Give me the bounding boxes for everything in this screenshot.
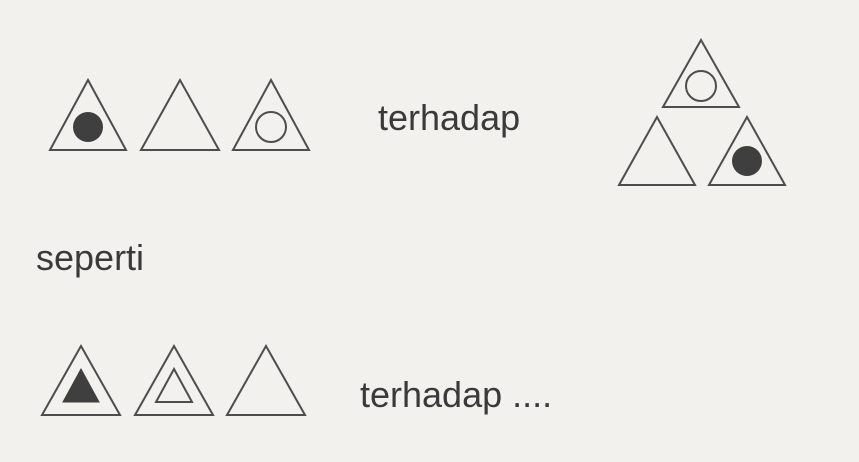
empty-triangle-icon	[617, 114, 697, 186]
triangle-with-filled-circle-icon	[707, 114, 787, 186]
triangle-with-filled-circle-icon	[48, 77, 128, 151]
triangle-with-hollow-circle-icon	[231, 77, 311, 151]
triangle-with-hollow-circle-icon	[661, 37, 741, 108]
analogy-label-seperti: seperti	[36, 237, 145, 278]
triangle-with-hollow-triangle-icon	[133, 343, 215, 416]
empty-triangle-icon	[225, 343, 307, 416]
relation-label-terhadap-question: terhadap ....	[360, 374, 553, 415]
relation-label-terhadap: terhadap	[378, 97, 521, 138]
triangle-with-filled-triangle-icon	[40, 343, 122, 416]
empty-triangle-icon	[139, 77, 221, 151]
